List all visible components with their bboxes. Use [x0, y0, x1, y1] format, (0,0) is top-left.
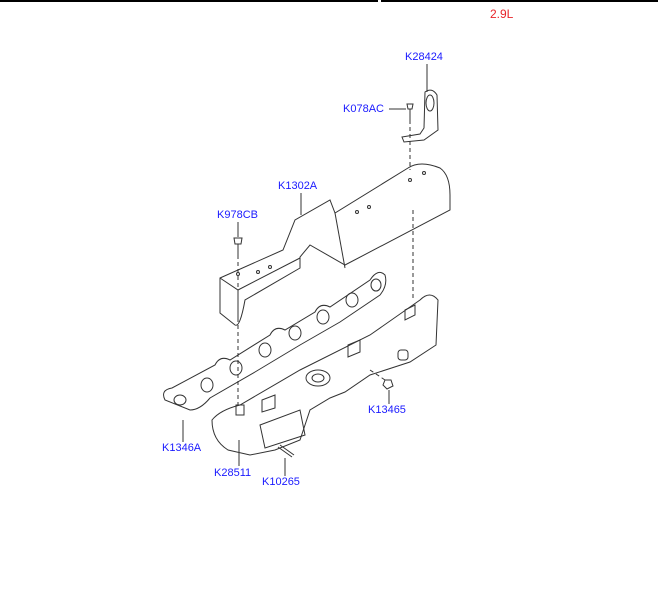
part-label-k1346a[interactable]: K1346A — [162, 442, 202, 454]
alignment-dashes — [237, 120, 414, 405]
part-label-k28424[interactable]: K28424 — [405, 51, 443, 63]
part-label-k10265[interactable]: K10265 — [262, 476, 300, 488]
heat-shield-drawing — [219, 163, 451, 326]
manifold-drawing — [211, 294, 439, 456]
part-label-k078ac[interactable]: K078AC — [343, 103, 384, 115]
part-label-k13465[interactable]: K13465 — [368, 404, 406, 416]
part-label-k1302a[interactable]: K1302A — [278, 180, 318, 192]
engine-variant-label: 2.9L — [490, 7, 514, 21]
leader-lines — [182, 64, 428, 476]
top-border-left — [0, 0, 378, 2]
top-border-right — [381, 0, 658, 2]
stud-drawing — [277, 444, 295, 458]
part-label-k978cb[interactable]: K978CB — [217, 209, 258, 221]
bolt-k978cb-drawing — [233, 237, 243, 255]
part-label-k28511[interactable]: K28511 — [214, 467, 252, 479]
bracket-drawing — [401, 89, 439, 143]
gasket-drawing — [163, 271, 387, 411]
nut-drawing — [382, 379, 394, 390]
bolt-k078ac-drawing — [406, 103, 414, 120]
